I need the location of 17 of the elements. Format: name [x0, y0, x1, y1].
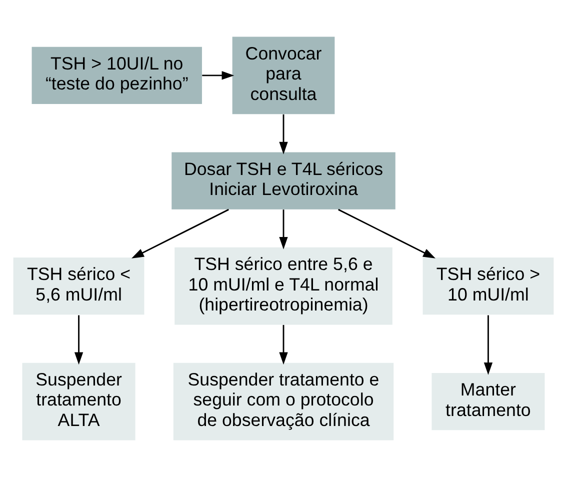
arrow	[484, 315, 493, 375]
node-box: Suspender tratamento e seguir com o protocolo de observação clínica	[173, 362, 394, 440]
node-box: TSH sérico > 10 mUI/ml	[422, 258, 554, 315]
node-box: Dosar TSH e T4L séricos Iniciar Levotiroxina	[172, 152, 396, 210]
arrow	[132, 208, 229, 258]
node-box: Suspender tratamento ALTA	[22, 362, 136, 440]
arrow	[279, 114, 288, 154]
arrow	[202, 71, 234, 80]
arrow	[338, 208, 436, 258]
arrow	[74, 315, 84, 365]
arrow	[279, 210, 288, 250]
node-box: TSH sérico < 5,6 mUI/ml	[13, 258, 144, 315]
node-box: TSH > 10UI/L no “teste do pezinho”	[32, 46, 202, 104]
arrow	[279, 324, 288, 365]
node-box: TSH sérico entre 5,6 e 10 mUI/ml e T4L normal (hipertireotropinemia)	[174, 247, 392, 325]
node-box: Convocar para consulta	[232, 36, 335, 114]
node-box: Manter tratamento	[432, 373, 545, 430]
